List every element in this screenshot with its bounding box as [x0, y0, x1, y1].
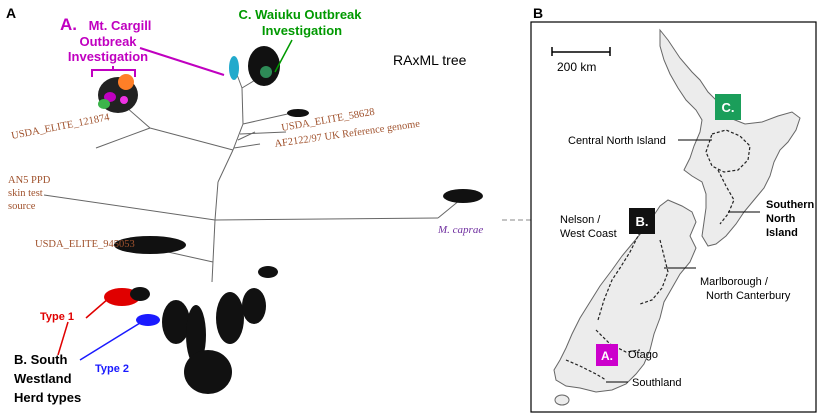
scale-bar-label: 200 km [557, 60, 596, 74]
cluster-cyan [229, 56, 239, 80]
tree-title: RAxML tree [393, 52, 467, 68]
cluster-bottom-6 [258, 266, 278, 278]
label-southern-north-line2: North [766, 213, 796, 225]
scale-bar: 200 km [551, 47, 611, 74]
boundary-central-north [705, 129, 751, 173]
waiuku-pointer [274, 39, 293, 73]
mt-cargill-line1: Mt. Cargill [89, 18, 152, 33]
marker-b-label: B. [636, 214, 649, 229]
mt-cargill-marker: A. [60, 15, 77, 34]
label-otago: Otago [628, 349, 658, 361]
label-an5-line1: AN5 PPD [8, 175, 51, 186]
boundary-nelson [597, 231, 641, 321]
cluster-right [443, 189, 483, 203]
marker-c [715, 94, 741, 120]
cluster-waiuku [248, 46, 280, 86]
marker-b [629, 208, 655, 234]
south-westland-line1: B. South [14, 352, 67, 367]
label-nelson-line2: West Coast [560, 228, 617, 240]
tip-clusters [98, 46, 483, 394]
type2-line [79, 322, 141, 361]
label-usda-121874: USDA_ELITE_121874 [10, 112, 111, 142]
waiuku-annotation: C. Waiuku Outbreak Investigation [238, 7, 362, 73]
label-m-caprae: M. caprae [437, 224, 483, 236]
cluster-bottom-2 [186, 305, 206, 365]
label-nelson-line1: Nelson / [560, 214, 601, 226]
label-southern-north-line3: Island [766, 227, 798, 239]
label-usda-945053: USDA_ELITE_945053 [35, 239, 135, 250]
marker-c-label: C. [722, 100, 735, 115]
panel-a-letter: A [6, 5, 16, 21]
south-westland-annotation: Type 1 Type 2 B. South Westland Herd typ… [14, 291, 141, 405]
label-an5-line2: skin test [8, 188, 43, 199]
cluster-purple [104, 92, 116, 102]
south-island-shape [553, 199, 697, 393]
tree-branches [43, 71, 461, 283]
type1-line-up [85, 291, 117, 319]
cluster-green [98, 99, 110, 109]
reference-labels: USDA_ELITE_121874 USDA_ELITE_58628 AF212… [8, 107, 544, 250]
cluster-type2 [136, 314, 160, 326]
cluster-bottom-4 [242, 288, 266, 324]
cluster-waiuku-green [260, 66, 272, 78]
marker-a-label: A. [601, 349, 613, 363]
label-southland: Southland [632, 377, 682, 389]
region-labels: Central North Island Southern North Isla… [560, 135, 815, 389]
south-westland-line3: Herd types [14, 390, 81, 405]
cluster-bottom-left [114, 236, 186, 254]
type1-line-down [57, 321, 69, 356]
mt-cargill-annotation: A. Mt. Cargill Outbreak Investigation [60, 15, 225, 77]
cluster-bottom-3 [216, 292, 244, 344]
mt-cargill-pointer [139, 47, 225, 76]
stewart-island [554, 394, 570, 406]
cluster-orange [118, 74, 134, 90]
boundary-southern-north [717, 169, 735, 225]
label-an5-line3: source [8, 201, 36, 212]
label-marlborough-line2: North Canterbury [706, 290, 791, 302]
type1-label: Type 1 [40, 311, 74, 323]
region-boundaries [565, 129, 751, 381]
panel-b-letter: B [533, 5, 543, 21]
waiuku-line1: C. Waiuku Outbreak [238, 7, 362, 22]
cluster-bottom-5 [184, 350, 232, 394]
cluster-pink [120, 96, 128, 104]
south-westland-line2: Westland [14, 371, 72, 386]
cluster-type1-black [130, 287, 150, 301]
cluster-usda-58628 [287, 109, 309, 117]
mt-cargill-line3: Investigation [68, 49, 148, 64]
cluster-bottom-1 [162, 300, 190, 344]
label-southern-north-line1: Southern [766, 199, 815, 211]
type2-label: Type 2 [95, 363, 129, 375]
label-marlborough-line1: Marlborough / [700, 276, 769, 288]
mt-cargill-bracket [91, 66, 136, 77]
mt-cargill-line2: Outbreak [79, 34, 137, 49]
marker-a [596, 344, 618, 366]
waiuku-line2: Investigation [262, 23, 342, 38]
boundary-marlborough [639, 239, 669, 305]
boundary-southland [565, 359, 607, 381]
map-markers: C. B. A. [596, 94, 741, 366]
label-central-north-island: Central North Island [568, 135, 666, 147]
